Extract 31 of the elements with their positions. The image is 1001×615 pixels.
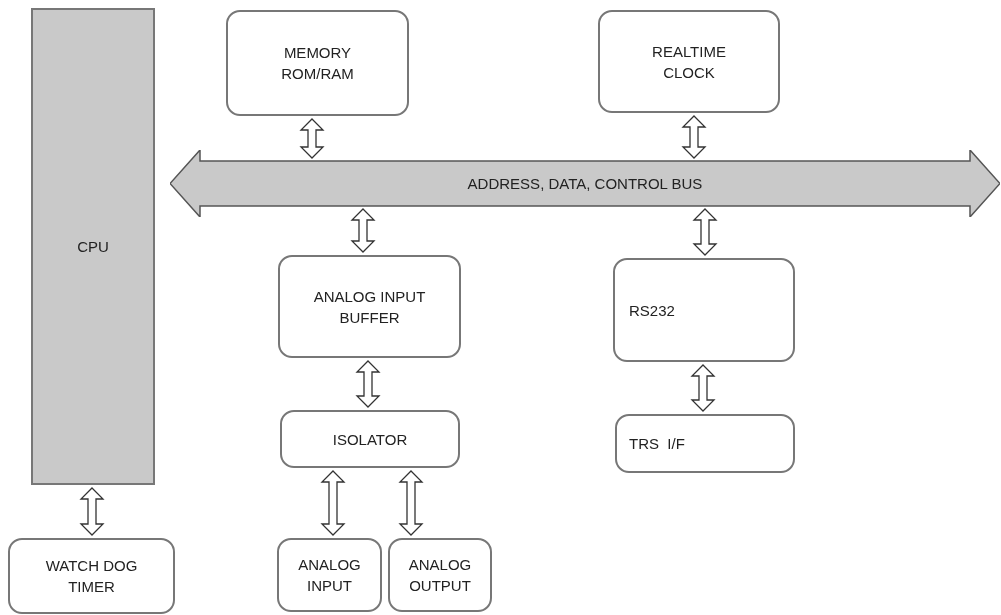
block-label: ANALOG OUTPUT [407, 555, 473, 596]
block-label: ANALOG INPUT [297, 555, 362, 596]
block-label: RS232 [629, 301, 675, 321]
interface-box [615, 414, 795, 473]
clock-box [598, 10, 780, 113]
double-arrow [355, 360, 381, 408]
bus-arrow [170, 150, 1000, 217]
block-label: ISOLATOR [332, 429, 408, 450]
cpu-block [31, 8, 155, 485]
isolator-box [280, 410, 460, 468]
double-arrow [692, 208, 718, 256]
double-arrow [398, 470, 424, 536]
block-label: ADDRESS, DATA, CONTROL BUS [467, 174, 703, 194]
interface-box [613, 258, 795, 362]
input-box [277, 538, 382, 612]
double-arrow [350, 208, 376, 253]
double-arrow [320, 470, 346, 536]
block-label: CPU [77, 237, 109, 257]
buffer-box [278, 255, 461, 358]
double-arrow [79, 487, 105, 536]
memory-box [226, 10, 409, 116]
block-label: WATCH DOG TIMER [44, 556, 139, 597]
double-arrow [690, 364, 716, 412]
timer-box [8, 538, 175, 614]
double-arrow [299, 118, 325, 159]
block-label: REALTIME CLOCK [651, 41, 727, 83]
block-label: ANALOG INPUT BUFFER [312, 286, 427, 328]
block-label: MEMORY ROM/RAM [280, 43, 355, 84]
double-arrow [681, 115, 707, 159]
block-label: TRS I/F [629, 434, 685, 454]
output-box [388, 538, 492, 612]
